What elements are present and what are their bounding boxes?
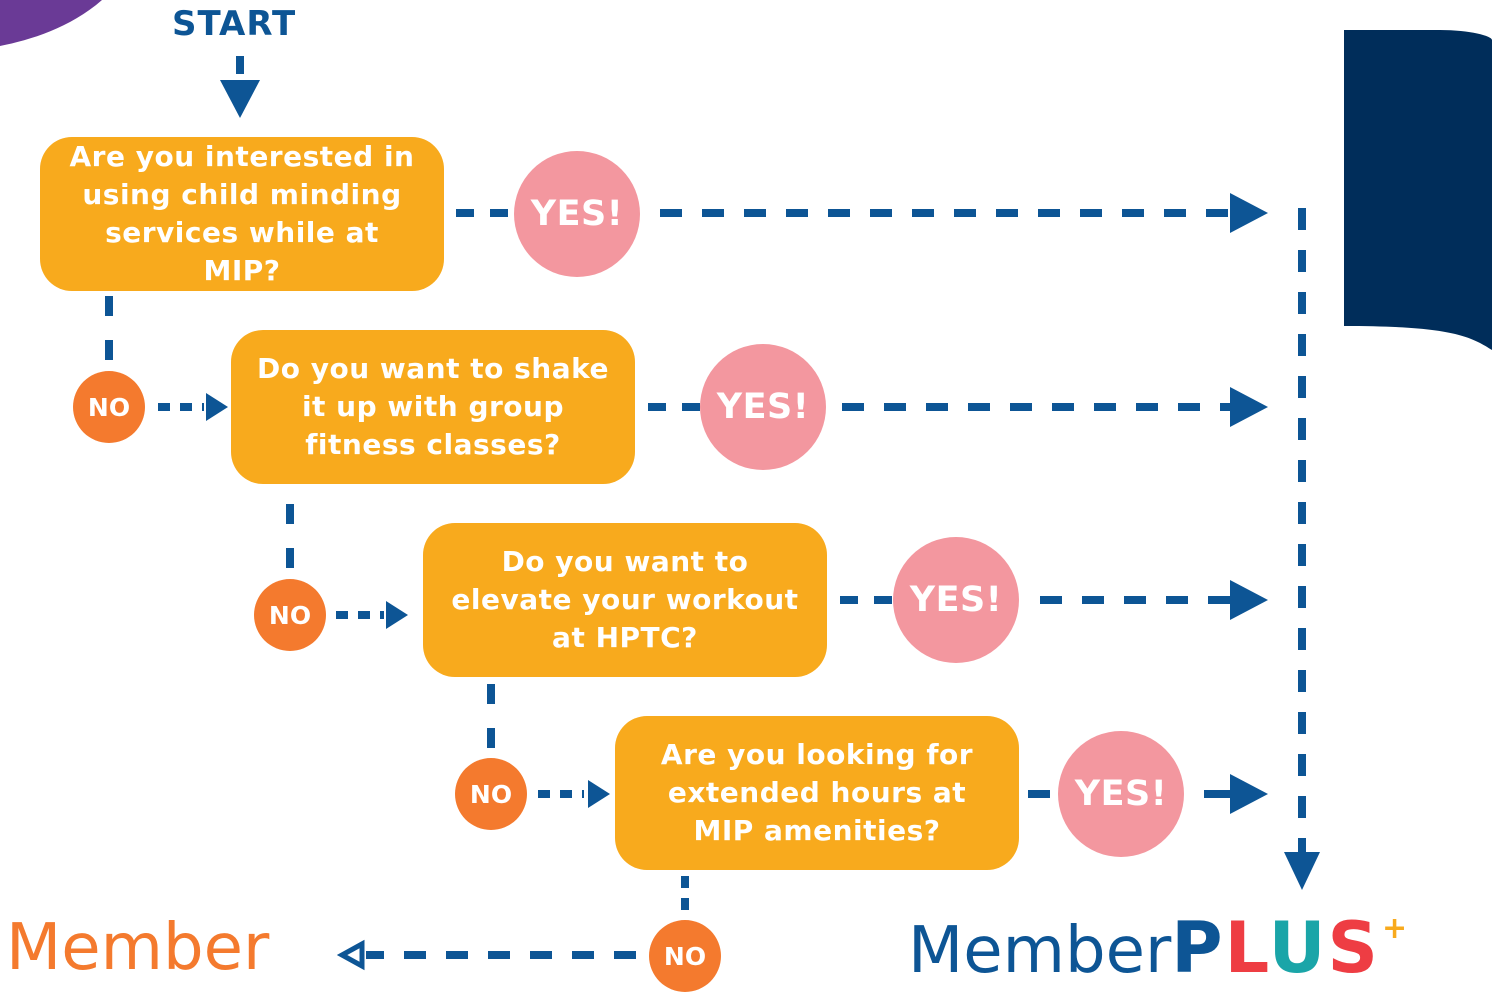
question-1-line-1: Are you interested in	[69, 140, 415, 173]
question-2-line-1: Do you want to shake	[257, 352, 609, 385]
yes-node-4: YES!	[1058, 731, 1184, 857]
question-4-line-3: MIP amenities?	[693, 814, 941, 847]
no-node-2: NO	[254, 579, 326, 651]
question-box-3: Do you want to elevate your workout at H…	[423, 523, 827, 677]
question-1-line-3: services while at MIP?	[105, 216, 379, 287]
start-label: START	[172, 4, 297, 44]
question-4-line-2: extended hours at	[667, 776, 967, 809]
plus-letter-s: S	[1327, 907, 1380, 989]
member-plus-word: Member	[908, 914, 1172, 988]
question-2-line-3: fitness classes?	[305, 428, 561, 461]
no-arrowhead-3	[588, 780, 610, 808]
top-left-decoration	[0, 0, 102, 46]
question-3-line-1: Do you want to	[501, 545, 749, 578]
no-arrowhead-2	[386, 601, 408, 629]
yes-node-2: YES!	[700, 344, 826, 470]
member-arrowhead	[336, 939, 365, 971]
yes-arrowhead-1	[1230, 193, 1268, 233]
question-4-line-1: Are you looking for	[660, 738, 974, 771]
yes-node-1: YES!	[514, 151, 640, 277]
question-box-4: Are you looking for extended hours at MI…	[615, 716, 1019, 870]
yes-arrowhead-2	[1230, 387, 1268, 427]
question-2-line-2: it up with group	[301, 390, 565, 423]
no-node-1: NO	[73, 371, 145, 443]
question-box-1: Are you interested in using child mindin…	[40, 137, 444, 291]
plus-letters: PLUS	[1171, 908, 1380, 988]
yes-arrowhead-4	[1230, 774, 1268, 814]
start-arrowhead	[220, 80, 260, 118]
yes-node-3: YES!	[893, 537, 1019, 663]
outcome-member: Member	[6, 911, 270, 985]
question-box-2: Do you want to shake it up with group fi…	[231, 330, 635, 484]
outcome-member-plus: MemberPLUS+	[908, 908, 1407, 1003]
yes-arrowhead-3	[1230, 580, 1268, 620]
no-arrowhead-1	[206, 393, 228, 421]
plus-letter-l: L	[1224, 907, 1269, 989]
no-node-4: NO	[649, 920, 721, 992]
question-3-line-3: at HPTC?	[552, 621, 698, 654]
plus-mark-icon: +	[1381, 911, 1408, 946]
question-1-line-2: using child minding	[82, 178, 402, 211]
plus-letter-u: U	[1268, 907, 1328, 989]
plus-letter-p: P	[1171, 907, 1225, 989]
side-panel-decoration	[1344, 30, 1492, 350]
collector-arrowhead	[1284, 852, 1320, 890]
no-node-3: NO	[455, 758, 527, 830]
question-3-line-2: elevate your workout	[451, 583, 799, 616]
